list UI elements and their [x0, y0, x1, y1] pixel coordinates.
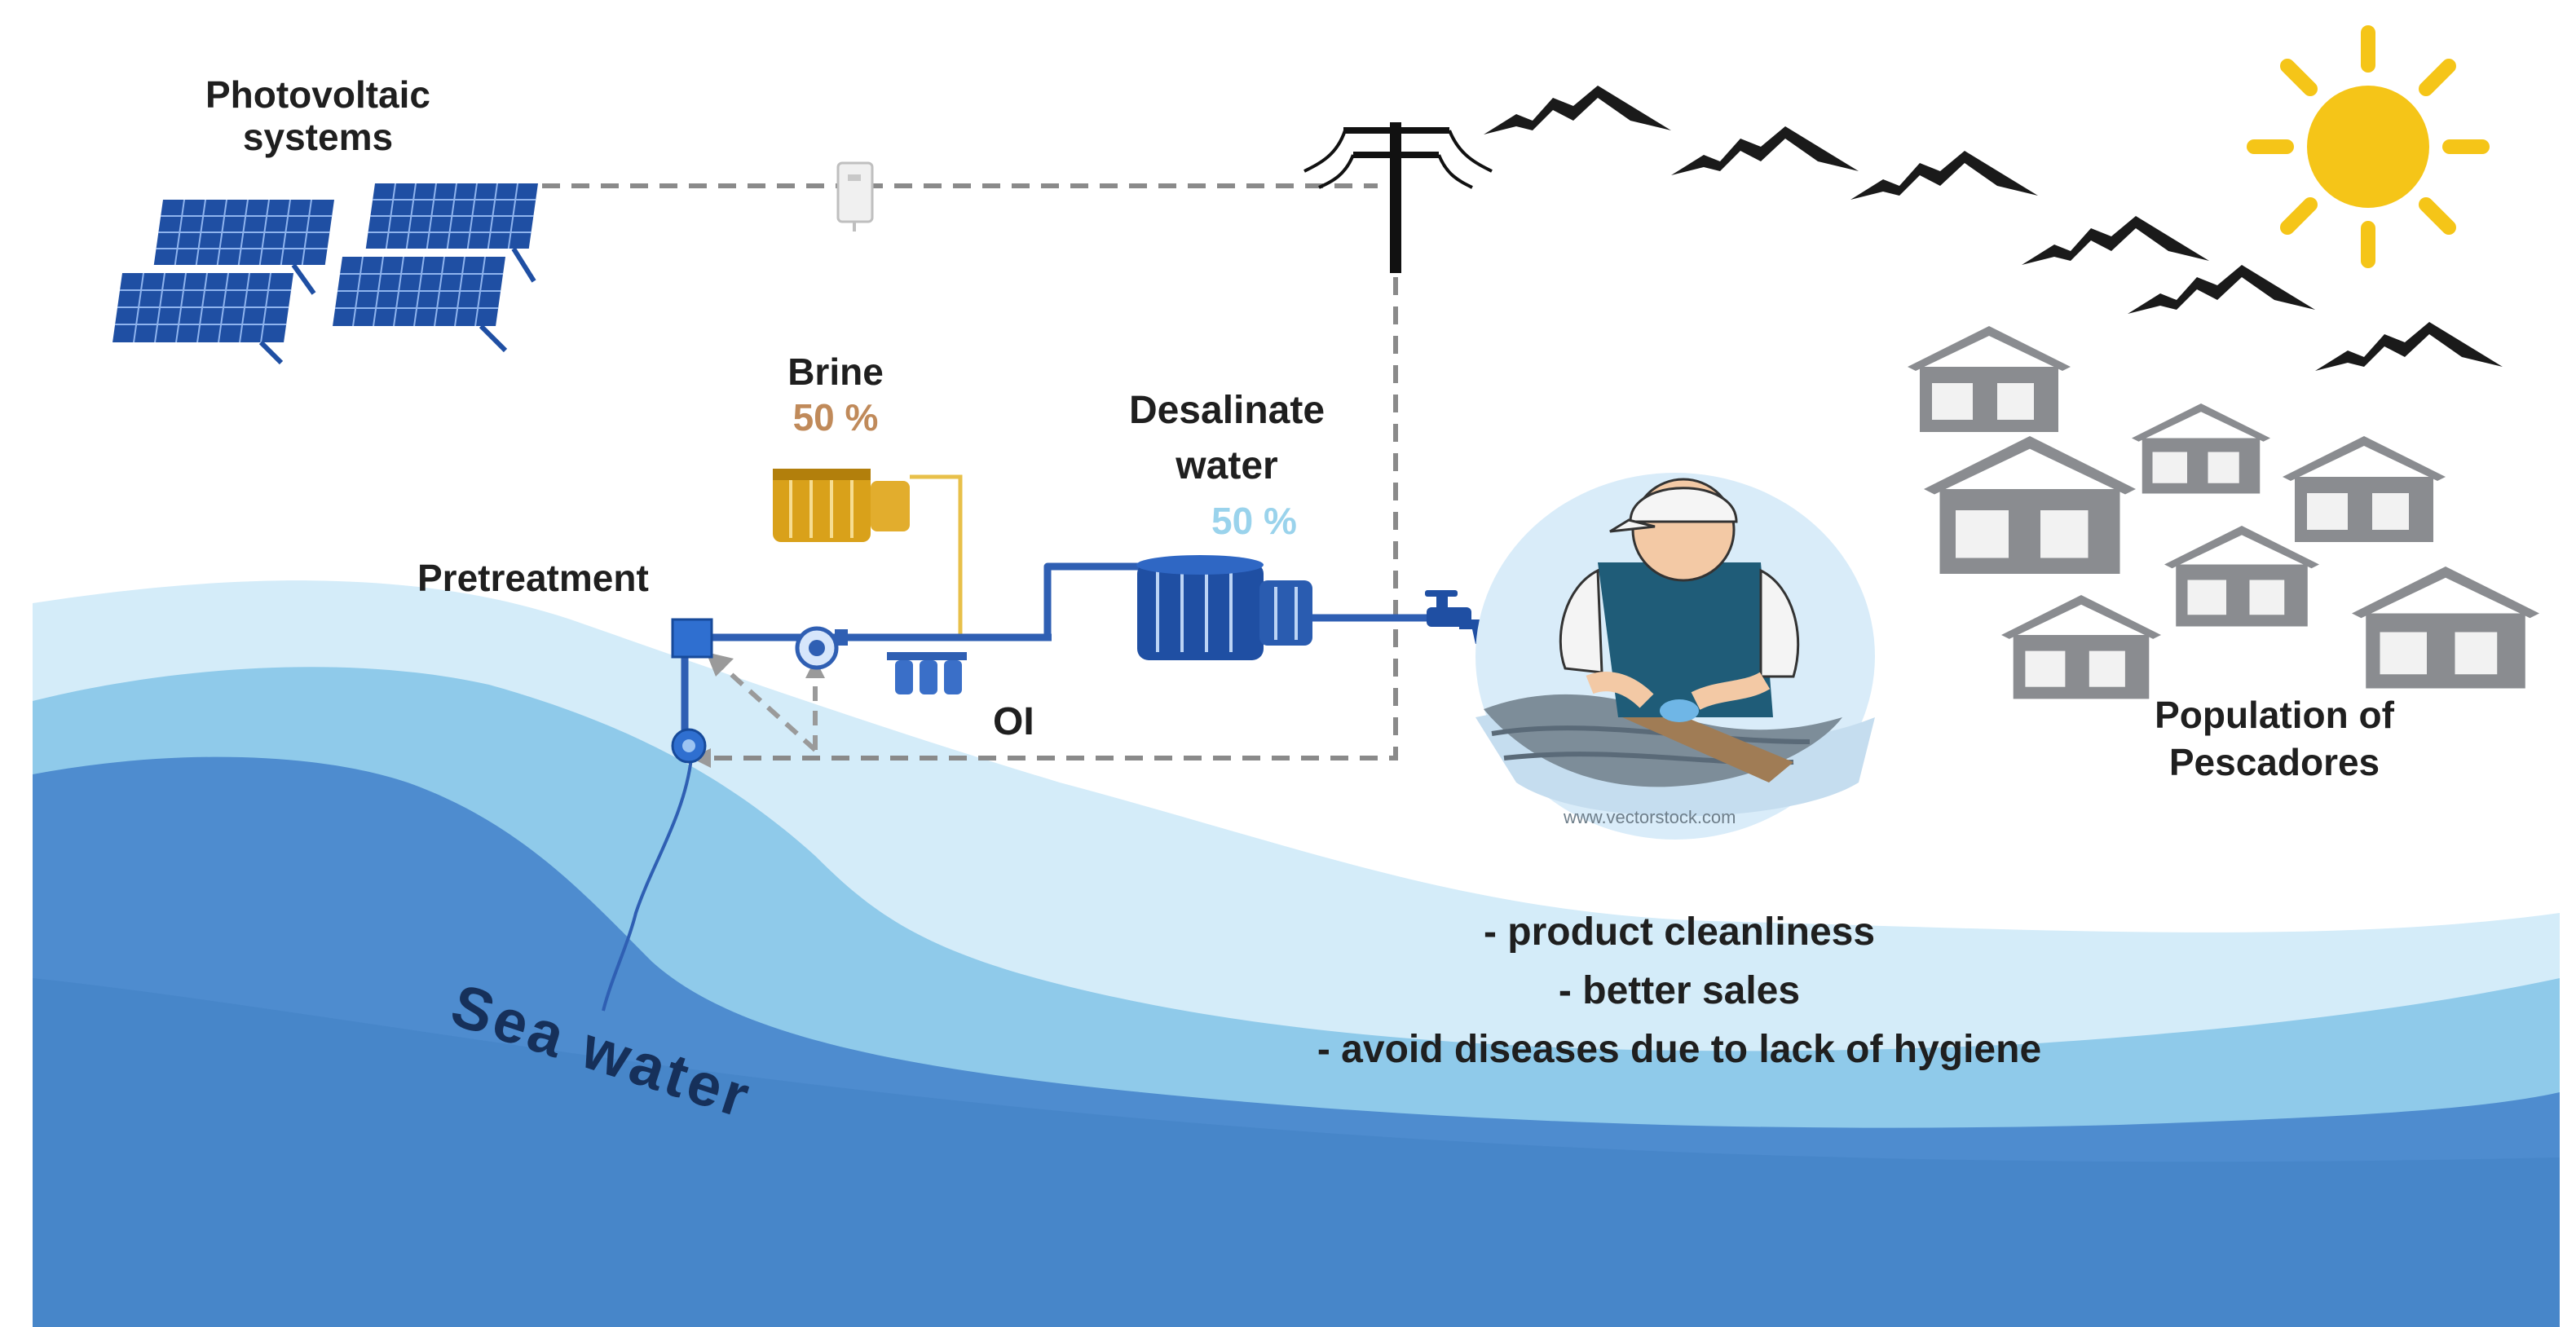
population-label-line1: Population of	[2155, 694, 2394, 736]
desalinate-percent: 50 %	[1211, 500, 1297, 542]
mountain-icon	[1484, 86, 2503, 371]
desalinate-title-line2: water	[1176, 444, 1278, 487]
power-pole-icon	[1303, 122, 1493, 273]
power-lines	[542, 183, 1398, 760]
apron	[1598, 562, 1773, 717]
benefit-item: - better sales	[1558, 969, 1801, 1012]
sea-shade	[33, 978, 2560, 1327]
sea	[33, 580, 2560, 1327]
house-icon	[2164, 526, 2319, 627]
shirt-left	[1559, 568, 1603, 674]
brine-pipe	[910, 474, 963, 640]
house-icon	[2132, 403, 2270, 494]
watermark-text: www.vectorstock.com	[1564, 807, 1736, 827]
house-icon	[1924, 436, 2136, 574]
cap	[1629, 487, 1738, 523]
pretreatment-label: Pretreatment	[417, 557, 649, 599]
inverter-icon	[836, 161, 874, 231]
pump-icon	[671, 728, 707, 764]
filter-icon	[887, 652, 967, 694]
houses	[1908, 326, 2539, 699]
pretreatment-unit-icon	[671, 618, 713, 659]
house-icon	[1908, 326, 2071, 432]
brine-label: Brine 50 %	[754, 349, 917, 440]
population-label-line2: Pescadores	[2168, 741, 2380, 783]
solar-panel-icon	[112, 183, 538, 365]
photovoltaic-label-line2: systems	[242, 116, 394, 158]
shirt-right	[1759, 568, 1800, 678]
sun-icon	[2247, 25, 2490, 268]
fisherman-icon	[1475, 473, 1875, 840]
house-icon	[2283, 436, 2446, 542]
board	[1622, 701, 1793, 783]
benefits-list: - product cleanliness - better sales - a…	[1190, 903, 2168, 1079]
return-arrows	[715, 659, 818, 752]
brine-title: Brine	[787, 350, 884, 393]
pole-to-pump-line	[701, 277, 1398, 760]
photovoltaic-label: Photovoltaic systems	[196, 73, 440, 158]
tank-icon	[1136, 555, 1312, 660]
water-pipeline	[602, 562, 1427, 1012]
brine-tank-icon	[773, 469, 910, 542]
population-label: Population of Pescadores	[2111, 691, 2437, 786]
pump-icon	[795, 626, 848, 670]
benefit-item: - product cleanliness	[1483, 910, 1876, 954]
house-icon	[2001, 595, 2161, 699]
house-icon	[2352, 567, 2539, 689]
desalinate-title-line1: Desalinate	[1128, 389, 1325, 432]
brine-percent: 50 %	[792, 396, 879, 439]
benefit-item: - avoid diseases due to lack of hygiene	[1317, 1028, 2042, 1071]
desalinate-label: Desalinate water	[1105, 383, 1349, 494]
photovoltaic-label-line1: Photovoltaic	[205, 73, 431, 116]
oi-label: OI	[993, 700, 1034, 743]
